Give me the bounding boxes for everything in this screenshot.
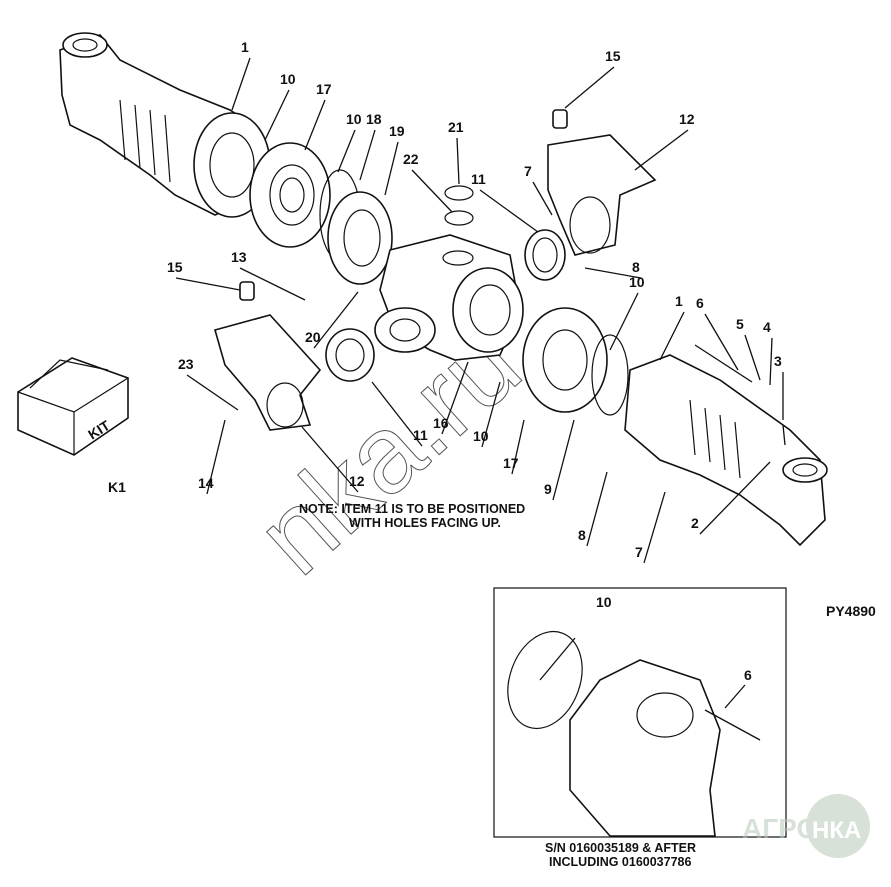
bushing-11-lower: [325, 328, 375, 382]
leader-line: [175, 277, 241, 291]
kit-label: K1: [108, 479, 126, 495]
callout-14: 14: [198, 475, 214, 491]
leader-line: [304, 99, 326, 151]
callout-22: 22: [403, 151, 419, 167]
callout-3: 3: [774, 353, 782, 369]
leader-line: [704, 313, 739, 371]
leader-line: [479, 189, 539, 233]
carrier-17-right: [522, 307, 629, 416]
inset-panel: 10 6: [493, 587, 787, 838]
svg-text:АГРО: АГРО: [742, 813, 818, 844]
note-line-2: WITH HOLES FACING UP.: [349, 516, 501, 530]
callout-17: 17: [503, 455, 519, 471]
stud-3: [782, 424, 786, 446]
ring-19: [327, 191, 393, 285]
leader-line: [552, 419, 575, 501]
callout-15: 15: [167, 259, 183, 275]
svg-text:НКА: НКА: [812, 817, 861, 844]
callout-23: 23: [178, 356, 194, 372]
callout-19: 19: [389, 123, 405, 139]
leader-line: [313, 291, 359, 349]
leader-line: [744, 334, 761, 381]
center-differential-housing: [374, 234, 524, 361]
figure-code: PY4890: [826, 603, 876, 619]
callout-7: 7: [635, 544, 643, 560]
trunnion-12-lower: [214, 281, 322, 431]
callout-16: 16: [433, 415, 449, 431]
leader-line: [441, 361, 469, 435]
leader-line: [186, 374, 239, 411]
callout-9: 9: [544, 481, 552, 497]
inset-caption-2: INCLUDING 0160037786: [549, 855, 691, 869]
leader-line: [643, 491, 666, 564]
leader-line: [456, 137, 460, 185]
leader-line: [206, 419, 226, 495]
callout-8: 8: [632, 259, 640, 275]
leader-line: [584, 267, 642, 279]
leader-line: [337, 129, 356, 173]
callout-11: 11: [413, 427, 428, 443]
callout-18: 18: [366, 111, 382, 127]
callout-10: 10: [346, 111, 362, 127]
leader-line: [634, 129, 689, 171]
leader-line: [371, 381, 423, 447]
callout-7: 7: [524, 163, 532, 179]
callout-11: 11: [471, 171, 486, 187]
inset-caption-1: S/N 0160035189 & AFTER: [545, 841, 696, 855]
callout-4: 4: [763, 319, 771, 335]
callout-12: 12: [349, 473, 365, 489]
callout-1: 1: [241, 39, 249, 55]
leader-line: [264, 89, 290, 141]
inset-callout-6: 6: [744, 667, 752, 683]
kit-box: KIT: [17, 357, 129, 456]
bolt-6: [694, 344, 753, 383]
inset-callout-10: 10: [596, 594, 612, 610]
leader-line: [659, 311, 685, 361]
callout-13: 13: [231, 249, 247, 265]
inset-bolt-6: [704, 709, 761, 741]
leader-line: [511, 419, 525, 475]
callout-2: 2: [691, 515, 699, 531]
note-line-1: NOTE: ITEM 11 IS TO BE POSITIONED: [299, 502, 525, 516]
callout-20: 20: [305, 329, 321, 345]
callout-12: 12: [679, 111, 695, 127]
agronka-logo: АГРО НКА: [742, 794, 870, 858]
leader-line: [301, 426, 359, 493]
callout-5: 5: [736, 316, 744, 332]
inset-housing: [569, 659, 721, 837]
leader-line: [231, 57, 251, 111]
trunnion-12-upper: [547, 109, 657, 256]
inset-o-ring-10: [507, 630, 583, 730]
leader-line: [586, 471, 608, 547]
callout-6: 6: [696, 295, 704, 311]
leader-line: [609, 292, 639, 351]
callout-8: 8: [578, 527, 586, 543]
callout-1: 1: [675, 293, 683, 309]
callout-10: 10: [473, 428, 489, 444]
bushing-11: [524, 229, 566, 281]
o-ring-21: [444, 185, 474, 201]
carrier-17: [249, 142, 331, 248]
o-ring-22: [444, 210, 474, 226]
leader-line: [239, 267, 306, 301]
leader-line: [532, 181, 553, 216]
callout-21: 21: [448, 119, 464, 135]
leader-line: [481, 381, 501, 448]
callout-10: 10: [629, 274, 645, 290]
leader-line: [411, 169, 453, 213]
left-axle-housing: [59, 32, 271, 218]
leader-line: [384, 141, 399, 196]
leader-line: [769, 337, 773, 386]
callout-17: 17: [316, 81, 332, 97]
callout-15: 15: [605, 48, 621, 64]
callout-10: 10: [280, 71, 296, 87]
leader-line: [359, 129, 376, 181]
leader-line: [564, 66, 615, 109]
leader-line: [699, 461, 771, 535]
right-axle-housing: [624, 354, 828, 547]
